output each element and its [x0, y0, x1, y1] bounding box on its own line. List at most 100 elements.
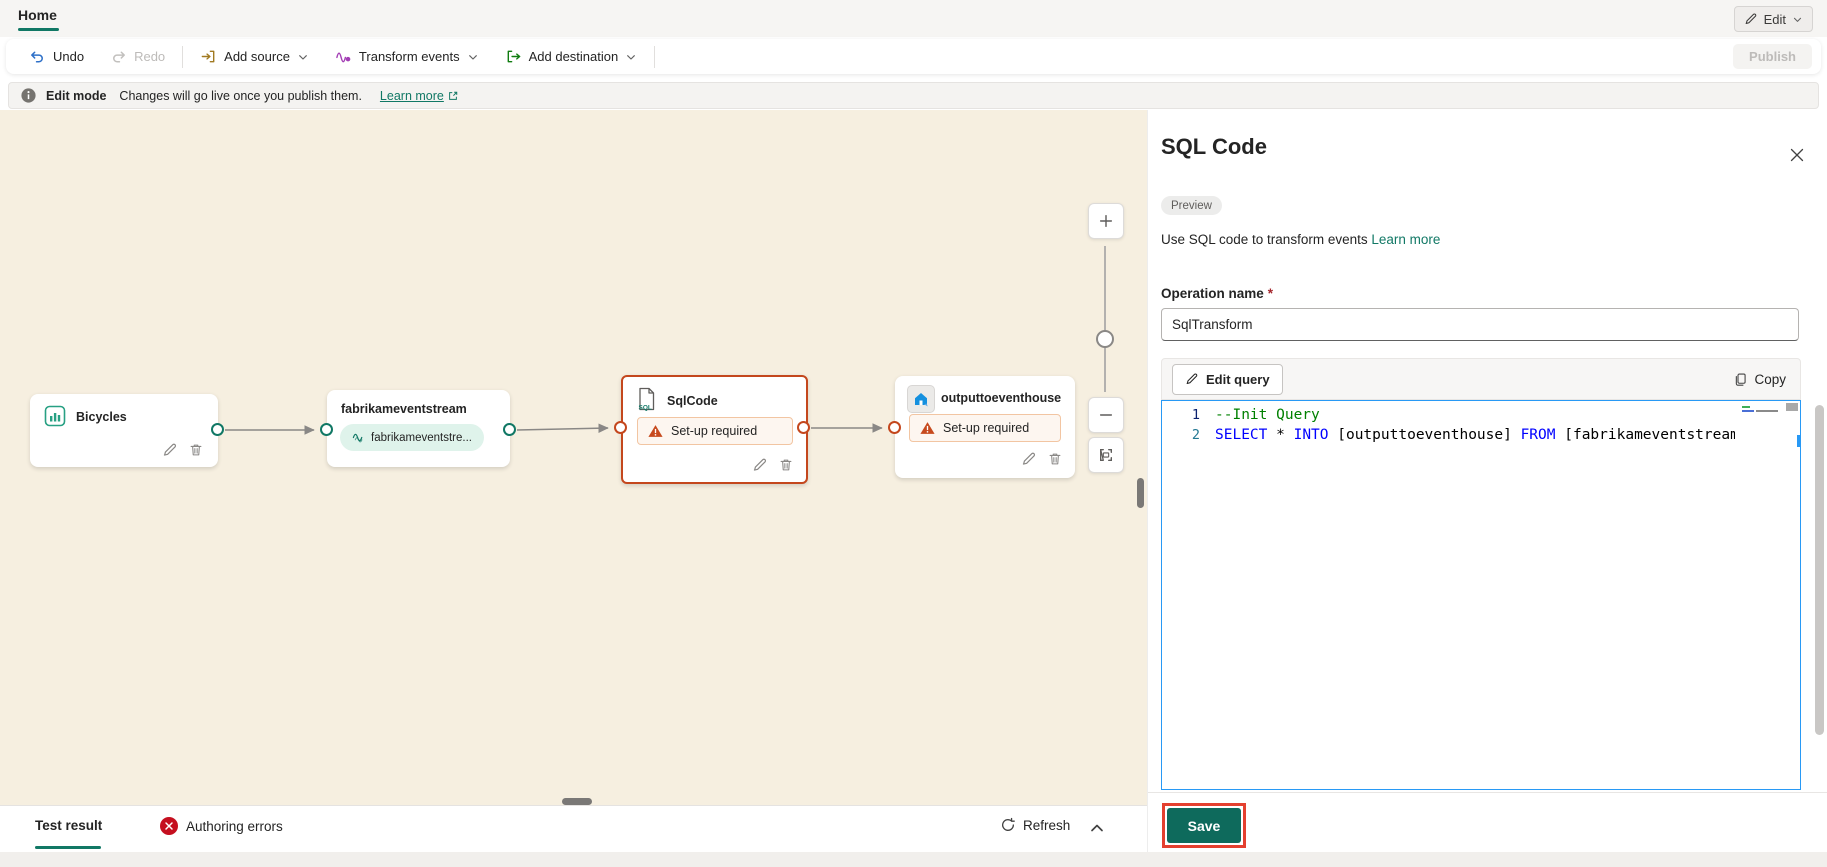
delete-node-icon[interactable]: [1047, 451, 1063, 467]
learn-more-label: Learn more: [380, 89, 444, 103]
close-panel-icon[interactable]: [1788, 146, 1808, 166]
sql-text: *: [1267, 427, 1293, 443]
required-asterisk: *: [1268, 286, 1273, 301]
zoom-slider-track[interactable]: [1104, 246, 1106, 392]
collapse-panel-chevron[interactable]: [1088, 819, 1106, 837]
redo-label: Redo: [134, 49, 165, 64]
node-title: Bicycles: [76, 410, 127, 424]
code-line: 1 --Init Query: [1162, 405, 1800, 425]
edit-query-button[interactable]: Edit query: [1172, 364, 1283, 395]
node-eventhouse[interactable]: outputtoeventhouse Set-up required: [895, 376, 1075, 478]
banner-title: Edit mode: [46, 89, 106, 103]
sql-text: [fabrikameventstream]: [1556, 427, 1736, 443]
banner-learn-more-link[interactable]: Learn more: [380, 89, 459, 103]
redo-icon: [110, 48, 127, 65]
node-title: fabrikameventstream: [341, 402, 467, 416]
authoring-errors-label: Authoring errors: [186, 819, 283, 834]
code-text: SELECT * INTO [outputtoeventhouse] FROM …: [1200, 425, 1735, 445]
port-eventhouse-in[interactable]: [888, 421, 901, 434]
port-sqlcode-out[interactable]: [797, 421, 810, 434]
zoom-out-button[interactable]: [1088, 397, 1124, 433]
top-tab-bar: Home Edit: [0, 0, 1827, 37]
chevron-down-icon: [1792, 14, 1803, 25]
fit-to-view-button[interactable]: [1088, 437, 1124, 473]
add-source-label: Add source: [224, 49, 290, 64]
port-sqlcode-in[interactable]: [614, 421, 627, 434]
zoom-slider-handle[interactable]: [1096, 330, 1114, 348]
node-eventstream[interactable]: fabrikameventstream fabrikameventstre...: [327, 390, 510, 467]
eventstream-pill-label: fabrikameventstre...: [371, 432, 472, 444]
edit-node-icon[interactable]: [752, 457, 768, 473]
operation-name-input[interactable]: [1161, 308, 1799, 341]
transform-events-icon: [335, 48, 352, 65]
error-badge-icon: [160, 817, 178, 835]
sql-keyword: FROM: [1521, 427, 1556, 443]
edit-button-label: Edit: [1764, 12, 1786, 27]
sql-code-icon: SQL: [636, 387, 657, 411]
line-number: 1: [1162, 405, 1200, 425]
eventstream-pill: fabrikameventstre...: [340, 424, 484, 451]
refresh-icon: [1000, 817, 1016, 833]
tab-test-result[interactable]: Test result: [35, 818, 102, 833]
code-text: --Init Query: [1200, 405, 1735, 425]
add-destination-label: Add destination: [529, 49, 619, 64]
window-footer-strip: [0, 852, 1827, 867]
tab-authoring-errors[interactable]: Authoring errors: [160, 817, 283, 835]
bottom-panel-bar: Test result Authoring errors Refresh: [0, 805, 1147, 852]
save-button[interactable]: Save: [1167, 808, 1241, 843]
setup-required-pill: Set-up required: [637, 417, 793, 445]
line-number: 2: [1162, 425, 1200, 445]
edit-node-icon[interactable]: [1021, 451, 1037, 467]
canvas-horizontal-scrollbar[interactable]: [562, 798, 592, 805]
port-eventstream-in[interactable]: [320, 423, 333, 436]
preview-badge: Preview: [1161, 196, 1222, 215]
edit-mode-button[interactable]: Edit: [1734, 6, 1813, 32]
svg-text:SQL: SQL: [639, 405, 652, 412]
minimap-mark: [1742, 410, 1754, 412]
undo-button[interactable]: Undo: [16, 39, 97, 74]
panel-scrollbar[interactable]: [1815, 405, 1824, 735]
overview-ruler-cursor-mark: [1797, 435, 1800, 447]
delete-node-icon[interactable]: [188, 442, 204, 458]
save-annotation-highlight: Save: [1162, 803, 1246, 848]
sql-keyword: SELECT: [1215, 427, 1267, 443]
toolbar-divider: [654, 46, 655, 68]
diagram-canvas[interactable]: Bicycles fabrikameventstream fabrikameve…: [0, 110, 1147, 805]
sql-code-editor[interactable]: 1 --Init Query 2 SELECT * INTO [outputto…: [1161, 400, 1801, 790]
copy-icon: [1733, 372, 1748, 387]
setup-required-label: Set-up required: [671, 424, 757, 438]
setup-required-pill: Set-up required: [909, 414, 1061, 442]
edit-node-icon[interactable]: [162, 442, 178, 458]
panel-learn-more-link[interactable]: Learn more: [1371, 232, 1440, 247]
copy-button[interactable]: Copy: [1733, 372, 1790, 387]
editor-toolbar: Edit query Copy: [1161, 358, 1801, 400]
edit-mode-banner: Edit mode Changes will go live once you …: [8, 82, 1819, 109]
editor-scrollbar-thumb[interactable]: [1786, 403, 1798, 411]
redo-button[interactable]: Redo: [97, 39, 178, 74]
sql-code-panel: SQL Code Preview Use SQL code to transfo…: [1147, 110, 1827, 852]
tab-home[interactable]: Home: [18, 7, 57, 23]
port-bicycles-out[interactable]: [211, 423, 224, 436]
transform-events-button[interactable]: Transform events: [322, 39, 492, 74]
sql-text: [outputtoeventhouse]: [1329, 427, 1521, 443]
port-eventstream-out[interactable]: [503, 423, 516, 436]
external-link-icon: [447, 90, 459, 102]
undo-icon: [29, 48, 46, 65]
canvas-vertical-scrollbar[interactable]: [1137, 478, 1144, 508]
node-bicycles[interactable]: Bicycles: [30, 394, 218, 467]
node-sqlcode[interactable]: SQL SqlCode Set-up required: [621, 375, 808, 484]
zoom-in-button[interactable]: [1088, 203, 1124, 239]
panel-footer-divider: [1148, 792, 1827, 793]
tab-home-underline: [18, 28, 59, 31]
publish-button[interactable]: Publish: [1733, 44, 1812, 69]
editor-minimap[interactable]: [1739, 403, 1783, 787]
add-source-button[interactable]: Add source: [187, 39, 322, 74]
sql-keyword: INTO: [1294, 427, 1329, 443]
ribbon-toolbar: Undo Redo Add source Transform events: [6, 39, 1821, 74]
pencil-icon: [1744, 12, 1758, 26]
add-destination-button[interactable]: Add destination: [492, 39, 651, 74]
pencil-icon: [1185, 372, 1199, 386]
delete-node-icon[interactable]: [778, 457, 794, 473]
refresh-button[interactable]: Refresh: [1000, 817, 1070, 833]
